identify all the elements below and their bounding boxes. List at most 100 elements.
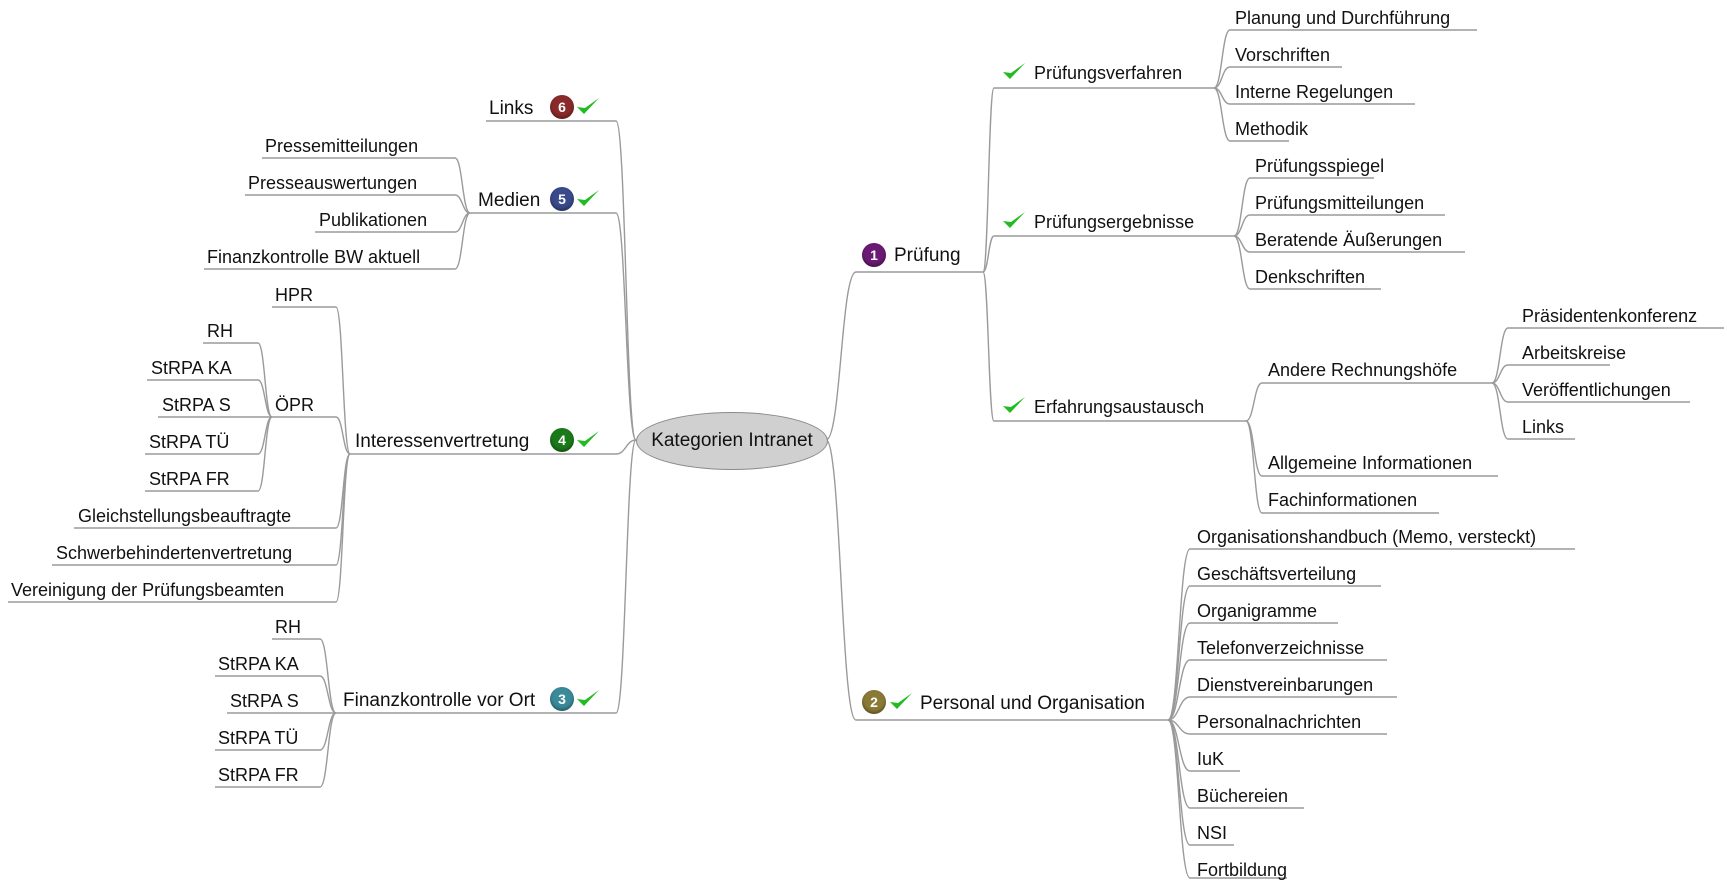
leaf-dienstvereinbarungen[interactable]: Dienstvereinbarungen [1197, 675, 1374, 695]
leaf-pruefungsspiegel[interactable]: Prüfungsspiegel [1255, 156, 1385, 176]
connector-ergebnisse-leaf [1233, 177, 1374, 237]
priority-5-badge: 5 [550, 187, 574, 211]
leaf-fachinformationen[interactable]: Fachinformationen [1268, 490, 1418, 510]
connector-finanz-leaf [215, 712, 337, 788]
subtopic-pruefungsverfahren[interactable]: Prüfungsverfahren [1034, 63, 1183, 83]
subtopic-andere-rechnungshoefe[interactable]: Andere Rechnungshöfe [1268, 360, 1458, 380]
leaf-interne-regelungen[interactable]: Interne Regelungen [1235, 82, 1394, 102]
connector-andere-leaf [1491, 364, 1610, 384]
subtopic-pruefungsergebnisse[interactable]: Prüfungsergebnisse [1034, 212, 1195, 232]
connector-verfahren-leaf [1213, 66, 1342, 89]
connector-finanz-leaf [215, 675, 337, 714]
connector-andere-leaf [1491, 382, 1575, 440]
connector-medien-leaf [262, 157, 471, 214]
topic-links[interactable]: Links [489, 98, 534, 119]
topic-medien[interactable]: Medien [478, 190, 541, 211]
priority-4-badge: 4 [550, 428, 574, 452]
leaf-schwerbehindertenvertretung[interactable]: Schwerbehindertenvertretung [56, 543, 293, 563]
leaf-finanz-strpa-tue[interactable]: StRPA TÜ [218, 728, 299, 748]
task-done-icon [577, 190, 599, 206]
connector-verfahren-leaf [1213, 87, 1289, 142]
leaf-oepr-strpa-tue[interactable]: StRPA TÜ [149, 432, 230, 452]
leaf-methodik[interactable]: Methodik [1235, 119, 1309, 139]
topic-finanzkontrolle-vor-ort[interactable]: Finanzkontrolle vor Ort [343, 690, 536, 711]
connector-ergebnisse-leaf [1233, 235, 1381, 290]
branch-pruefungsverfahren [982, 87, 1214, 273]
leaf-buechereien[interactable]: Büchereien [1197, 786, 1289, 806]
connector-austausch-leaf [1245, 420, 1439, 514]
central-topic[interactable]: Kategorien Intranet [636, 412, 828, 470]
connector-oepr-leaf [147, 379, 273, 418]
leaf-vereinigung-pruefungsbeamten[interactable]: Vereinigung der Prüfungsbeamten [11, 580, 285, 600]
leaf-veroeffentlichungen[interactable]: Veröffentlichungen [1522, 380, 1671, 400]
leaf-finanz-strpa-s[interactable]: StRPA S [230, 691, 299, 711]
leaf-beratende-aeusserungen[interactable]: Beratende Äußerungen [1255, 230, 1443, 250]
leaf-iuk[interactable]: IuK [1197, 749, 1225, 769]
leaf-allgemeine-informationen[interactable]: Allgemeine Informationen [1268, 453, 1473, 473]
leaf-pruefungsmitteilungen[interactable]: Prüfungsmitteilungen [1255, 193, 1425, 213]
leaf-oepr-strpa-s[interactable]: StRPA S [162, 395, 231, 415]
connector-oepr-leaf [145, 416, 273, 492]
branch-finanz [336, 439, 637, 714]
leaf-arbeitskreise[interactable]: Arbeitskreise [1522, 343, 1627, 363]
connector-personal-leaf [1167, 585, 1381, 721]
subtopic-erfahrungsaustausch[interactable]: Erfahrungsaustausch [1034, 397, 1205, 417]
topic-pruefung[interactable]: Prüfung [894, 245, 961, 266]
leaf-presseauswertungen[interactable]: Presseauswertungen [248, 173, 418, 193]
branch-erfahrungsaustausch [982, 271, 1246, 422]
task-done-icon [577, 98, 599, 114]
task-done-icon [1003, 397, 1025, 413]
priority-2-badge: 2 [862, 690, 886, 714]
task-done-icon [1003, 63, 1025, 79]
leaf-finanz-rh[interactable]: RH [275, 617, 301, 637]
branch-pruefung [825, 271, 983, 441]
leaf-oepr-strpa-ka[interactable]: StRPA KA [151, 358, 232, 378]
priority-6-badge: 6 [550, 95, 574, 119]
leaf-organisationshandbuch[interactable]: Organisationshandbuch (Memo, versteckt) [1197, 527, 1537, 547]
branch-andere-rechnungshoefe [1245, 382, 1492, 422]
leaf-finanzkontrolle-bw-aktuell[interactable]: Finanzkontrolle BW aktuell [207, 247, 421, 267]
connector-medien-leaf [245, 194, 471, 214]
connector-personal-leaf [1167, 719, 1287, 879]
leaf-telefonverzeichnisse[interactable]: Telefonverzeichnisse [1197, 638, 1365, 658]
leaf-vorschriften[interactable]: Vorschriften [1235, 45, 1331, 65]
branch-interessen [350, 439, 637, 455]
leaf-publikationen[interactable]: Publikationen [319, 210, 428, 230]
task-done-icon [577, 690, 599, 706]
leaf-praesidentenkonferenz[interactable]: Präsidentenkonferenz [1522, 306, 1698, 326]
branch-medien [470, 212, 637, 441]
task-done-icon [577, 431, 599, 447]
leaf-nsi[interactable]: NSI [1197, 823, 1228, 843]
leaf-denkschriften[interactable]: Denkschriften [1255, 267, 1366, 287]
connector-personal-leaf [1167, 696, 1397, 721]
connector-verfahren-leaf [1213, 29, 1477, 89]
leaf-planung[interactable]: Planung und Durchführung [1235, 8, 1451, 28]
leaf-oepr-strpa-fr[interactable]: StRPA FR [149, 469, 230, 489]
connector-interessen-leaf [8, 453, 351, 603]
branch-personal [825, 439, 1168, 721]
task-done-icon [890, 693, 912, 709]
connector-andere-leaf [1491, 327, 1724, 384]
connector-finanz-leaf [272, 638, 337, 714]
leaf-finanz-strpa-fr[interactable]: StRPA FR [218, 765, 299, 785]
connector-personal-leaf [1167, 719, 1387, 735]
leaf-links-rechnungshoefe[interactable]: Links [1522, 417, 1565, 437]
connector-personal-leaf [1167, 659, 1387, 721]
leaf-organigramme[interactable]: Organigramme [1197, 601, 1318, 621]
leaf-personalnachrichten[interactable]: Personalnachrichten [1197, 712, 1362, 732]
topic-personal-organisation[interactable]: Personal und Organisation [920, 693, 1145, 714]
connector-personal-leaf [1167, 622, 1338, 721]
topic-interessenvertretung[interactable]: Interessenvertretung [355, 431, 530, 452]
subtopic-oepr[interactable]: ÖPR [275, 395, 315, 415]
leaf-gleichstellungsbeauftragte[interactable]: Gleichstellungsbeauftragte [78, 506, 292, 526]
leaf-hpr[interactable]: HPR [275, 285, 314, 305]
priority-1-badge: 1 [862, 243, 886, 267]
leaf-pressemitteilungen[interactable]: Pressemitteilungen [265, 136, 419, 156]
leaf-fortbildung[interactable]: Fortbildung [1197, 860, 1288, 880]
leaf-geschaeftsverteilung[interactable]: Geschäftsverteilung [1197, 564, 1357, 584]
branch-pruefungsergebnisse [982, 235, 1234, 273]
leaf-finanz-strpa-ka[interactable]: StRPA KA [218, 654, 299, 674]
leaf-oepr-rh[interactable]: RH [207, 321, 233, 341]
branch-oepr [272, 416, 351, 455]
